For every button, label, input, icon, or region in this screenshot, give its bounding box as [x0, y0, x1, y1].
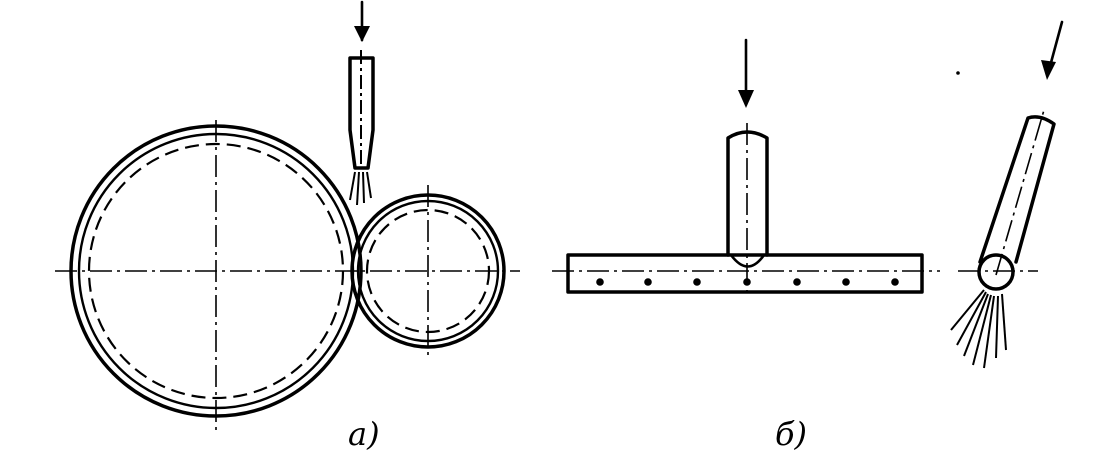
- inclined-pipe: [978, 115, 1056, 264]
- vertical-feed-pipe: [726, 38, 769, 292]
- horizontal-pipe: [566, 253, 924, 294]
- caption-a: a): [348, 415, 380, 452]
- caption-b: б): [775, 415, 807, 452]
- side-arrowhead: [1041, 60, 1056, 80]
- spray-holes: [596, 278, 899, 286]
- nozzle-body: [348, 56, 375, 170]
- feed-arrowhead: [738, 90, 754, 108]
- side-view: [950, 20, 1064, 369]
- part-b-pipe: б): [552, 38, 940, 452]
- nozzle-flow-arrowhead: [354, 26, 370, 42]
- side-spray: [950, 289, 1007, 369]
- inclined-pipe-axis: [995, 109, 1045, 276]
- large-roller-dashed: [87, 142, 345, 400]
- pipe-cross-section: [977, 253, 1015, 291]
- stray-dot: [956, 71, 960, 75]
- nozzle-spray: [349, 171, 372, 206]
- nozzle: [348, 0, 375, 206]
- part-a-rollers: a): [55, 0, 520, 452]
